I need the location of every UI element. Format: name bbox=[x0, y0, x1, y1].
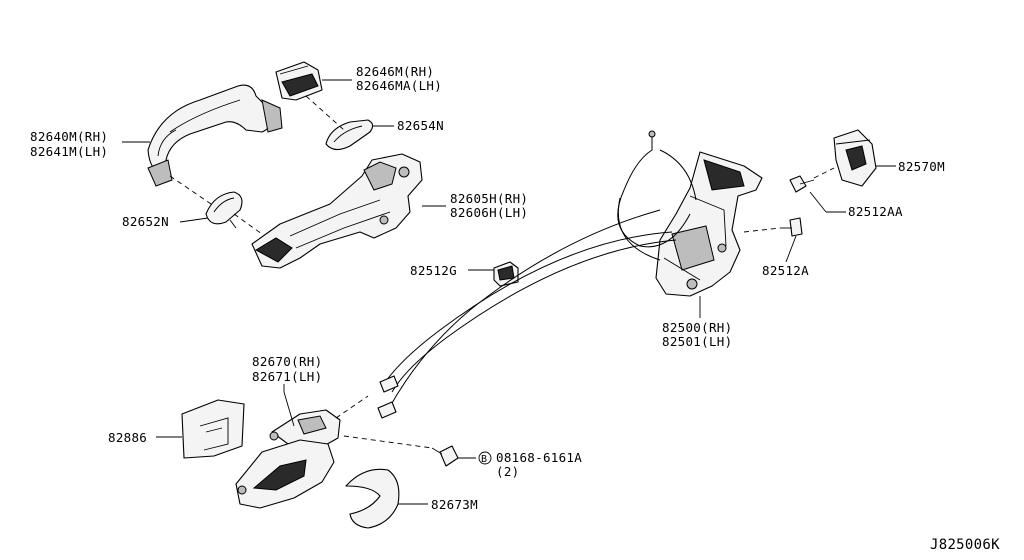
bolt-marker-circle bbox=[478, 451, 492, 465]
label-82512a: 82512A bbox=[762, 263, 809, 278]
label-82500-rh: 82500(RH) bbox=[662, 320, 732, 335]
label-82605h-rh: 82605H(RH) bbox=[450, 191, 528, 206]
outside-handle-82640m[interactable] bbox=[147, 84, 283, 187]
escutcheon-82673m[interactable] bbox=[345, 468, 400, 529]
pad-82886[interactable] bbox=[181, 399, 245, 459]
diagram-id: J825006K bbox=[930, 537, 1000, 553]
label-82641m-lh: 82641M(LH) bbox=[30, 144, 108, 159]
label-82673m: 82673M bbox=[431, 497, 478, 512]
label-82670-rh: 82670(RH) bbox=[252, 354, 322, 369]
part-labels: 82646M(RH) 82646MA(LH) 82640M(RH) 82641M… bbox=[30, 64, 1000, 553]
label-82501-lh: 82501(LH) bbox=[662, 334, 732, 349]
label-82570m: 82570M bbox=[898, 159, 945, 174]
label-82606h-lh: 82606H(LH) bbox=[450, 205, 528, 220]
label-82512g: 82512G bbox=[410, 263, 457, 278]
inside-handle-bracket-82670[interactable] bbox=[269, 391, 341, 451]
bolt-marker-letter: B bbox=[481, 454, 487, 465]
handle-frame-82605h[interactable] bbox=[251, 153, 423, 269]
striker-82570m[interactable] bbox=[833, 129, 877, 187]
assembly-lines bbox=[169, 95, 369, 419]
bolt-08168[interactable] bbox=[343, 435, 459, 467]
label-82654n: 82654N bbox=[397, 118, 444, 133]
label-82646ma-lh: 82646MA(LH) bbox=[356, 78, 442, 93]
label-82652n: 82652N bbox=[122, 214, 169, 229]
label-08168-6161a: 08168-6161A bbox=[496, 450, 582, 465]
label-08168-qty: (2) bbox=[496, 464, 519, 479]
door-lock-82500[interactable] bbox=[655, 151, 763, 297]
clip-82512g[interactable] bbox=[493, 261, 519, 287]
gasket-82654n[interactable] bbox=[325, 119, 374, 151]
label-82512aa: 82512AA bbox=[848, 204, 903, 219]
inside-handle-body[interactable] bbox=[235, 439, 335, 509]
handle-cap-82646m[interactable] bbox=[275, 61, 323, 101]
label-82646m-rh: 82646M(RH) bbox=[356, 64, 434, 79]
label-82886: 82886 bbox=[108, 430, 147, 445]
screw-82512a[interactable] bbox=[743, 217, 803, 237]
lock-cables bbox=[377, 130, 697, 419]
gasket-82652n[interactable] bbox=[205, 191, 243, 229]
label-82640m-rh: 82640M(RH) bbox=[30, 129, 108, 144]
screw-82512aa[interactable] bbox=[789, 167, 835, 193]
leader-lines bbox=[122, 79, 896, 505]
label-82671-lh: 82671(LH) bbox=[252, 369, 322, 384]
